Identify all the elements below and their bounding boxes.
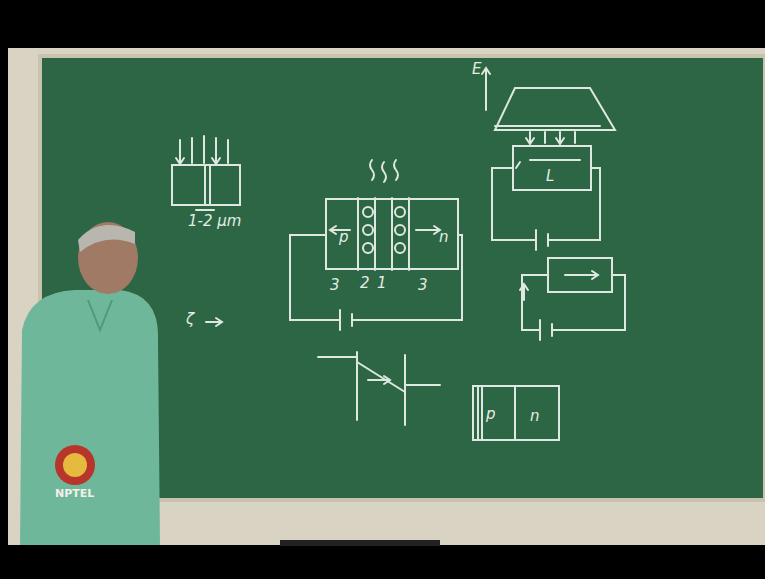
region-letter: p bbox=[339, 230, 349, 245]
region-letter: L bbox=[546, 169, 554, 184]
lecturer bbox=[20, 222, 160, 545]
region-number: 3 bbox=[330, 278, 340, 293]
chalk-drawings bbox=[172, 68, 625, 440]
wall bbox=[8, 48, 765, 545]
dimension-label: 1-2 μm bbox=[188, 214, 241, 229]
board-ledge bbox=[280, 540, 440, 546]
pn-diode-box: pn bbox=[472, 385, 560, 441]
region-letter: p bbox=[486, 407, 496, 422]
logo-text: NPTEL bbox=[55, 488, 94, 499]
axis-label: E bbox=[472, 62, 481, 77]
illuminated-slab: L bbox=[512, 145, 592, 191]
symbol-label: ζ bbox=[186, 312, 194, 327]
region-letter: n bbox=[530, 409, 540, 424]
video-bar bbox=[8, 545, 765, 579]
region-number: 3 bbox=[418, 278, 428, 293]
region-letter: n bbox=[439, 230, 449, 245]
region-number: 2 bbox=[360, 276, 370, 291]
region-number: 1 bbox=[377, 276, 387, 291]
pn-junction-box: pn bbox=[325, 198, 459, 270]
